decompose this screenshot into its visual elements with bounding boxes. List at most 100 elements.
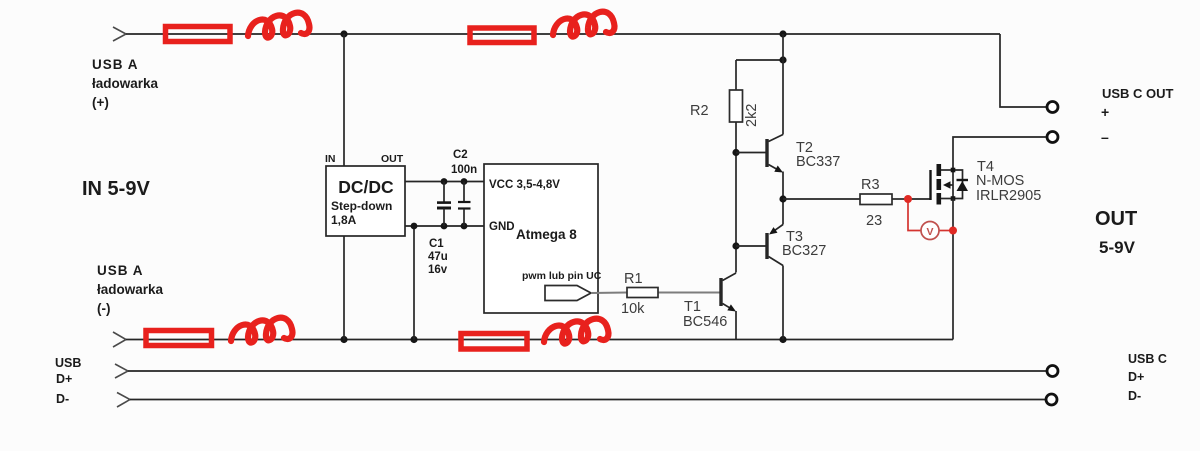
t3-emitter-arrow — [769, 227, 778, 235]
r1-ref: R1 — [624, 271, 643, 287]
input-arrow-dminus — [116, 391, 132, 408]
output-terminals — [952, 100, 1060, 170]
usb-data-line1: USB — [55, 356, 81, 370]
t1-emitter-arrow — [727, 304, 736, 312]
fuse-top-left — [162, 23, 233, 45]
usb-data-line2: D+ — [56, 372, 72, 386]
dcdc-pin-in-label: IN — [325, 153, 336, 165]
pushpull-vertical-wire — [779, 34, 787, 340]
atmega-title: Atmega 8 — [516, 227, 577, 242]
t1-ref: T1 — [684, 299, 701, 315]
dcdc-title: DC/DC — [338, 177, 394, 197]
fuse-annotations — [143, 23, 537, 352]
atmega-mcu: VCC 3,5-4,8V GND Atmega 8 pwm lub pin UC — [483, 163, 602, 314]
t4-part: IRLR2905 — [976, 188, 1041, 204]
inductor-top-left — [244, 9, 313, 41]
usb-c-out-minus: – — [1101, 129, 1109, 145]
usb-data-line3: D- — [56, 392, 69, 406]
c2-value: 100n — [451, 164, 477, 176]
t4-body-diode — [956, 181, 968, 191]
usb-a-plus-line2: ładowarka — [92, 76, 159, 91]
pwm-pin-label: pwm lub pin UC — [522, 270, 602, 282]
input-arrow-minus — [112, 331, 128, 348]
label-out-voltage: 5-9V — [1099, 238, 1136, 257]
usb-c-out-title: USB C OUT — [1102, 86, 1174, 101]
voltmeter-label: V — [926, 226, 933, 238]
t2-emitter-arrow — [774, 165, 783, 173]
capacitor-c2: C2 100n — [451, 149, 477, 226]
pwm-pin-flag — [544, 284, 593, 302]
usb-a-plus-line3: (+) — [92, 95, 109, 110]
fuse-bottom-left — [143, 327, 215, 349]
label-usb-c-data: USB C D+ D- — [1128, 352, 1167, 403]
c1-voltage: 16v — [428, 264, 448, 276]
label-out-title: OUT — [1095, 208, 1137, 230]
t2-ref: T2 — [796, 140, 813, 156]
usb-c-line3: D- — [1128, 389, 1141, 403]
input-arrow-plus — [112, 26, 128, 42]
t3-ref: T3 — [786, 229, 803, 245]
usb-c-line2: D+ — [1128, 370, 1144, 384]
r2-ref: R2 — [690, 103, 709, 119]
inductor-annotations — [227, 8, 618, 347]
r1-value: 10k — [621, 301, 645, 317]
fuse-top-mid — [467, 25, 537, 46]
usb-a-minus-line2: ładowarka — [97, 282, 164, 297]
c1-ref: C1 — [429, 238, 444, 250]
transistor-t2: T2 BC337 — [736, 133, 840, 173]
voltmeter: V — [904, 195, 957, 241]
transistor-t3: T3 BC327 — [736, 223, 826, 267]
usb-a-plus-line1: USB A — [92, 57, 139, 72]
label-usb-data-left: USB D+ D- — [55, 356, 81, 406]
c1-value: 47u — [428, 251, 448, 263]
usb-dplus-line — [114, 363, 1060, 379]
t3-part: BC327 — [782, 243, 826, 259]
t4-body-arrow — [943, 181, 951, 189]
label-usb-a-minus: USB A ładowarka (-) — [97, 263, 164, 316]
input-arrow-dplus — [114, 363, 130, 379]
label-usb-c-out: USB C OUT + – — [1101, 86, 1174, 145]
gnd-rail — [405, 222, 484, 340]
transistor-t1: T1 BC546 — [683, 246, 737, 340]
atmega-vcc-pin: VCC 3,5-4,8V — [489, 179, 560, 191]
terminal-dminus — [1044, 392, 1059, 407]
r3-ref: R3 — [861, 177, 880, 193]
usb-c-line1: USB C — [1128, 352, 1167, 366]
resistor-r2: R2 2k2 — [690, 56, 787, 250]
terminal-dplus — [1045, 364, 1060, 378]
label-in-voltage: IN 5-9V — [82, 178, 150, 200]
r3-value: 23 — [866, 213, 882, 229]
usb-a-minus-line1: USB A — [97, 263, 144, 278]
terminal-out-minus — [1045, 130, 1060, 144]
usb-c-out-plus: + — [1101, 104, 1109, 120]
atmega-gnd-pin: GND — [489, 221, 515, 233]
terminal-out-plus — [1045, 100, 1060, 114]
dcdc-module: IN OUT DC/DC Step-down 1,8A — [325, 34, 406, 340]
label-usb-a-plus: USB A ładowarka (+) — [92, 57, 159, 110]
top-power-rail — [112, 26, 1046, 108]
t2-part: BC337 — [796, 154, 840, 170]
t4-ref: T4 — [977, 159, 994, 175]
usb-dminus-line — [116, 391, 1059, 408]
fuse-bottom-mid — [458, 330, 530, 352]
pwm-signal-wire — [590, 291, 720, 294]
inductor-bottom-left — [227, 314, 296, 346]
capacitor-c1: C1 47u 16v — [428, 181, 451, 276]
resistor-r3: R3 23 — [783, 177, 931, 229]
mosfet-t4: T4 N-MOS IRLR2905 — [929, 159, 1041, 340]
dcdc-subtitle: Step-down — [331, 199, 392, 213]
usb-a-minus-line3: (-) — [97, 301, 111, 316]
resistor-r1: R1 10k — [621, 271, 659, 317]
bottom-power-rail — [112, 331, 953, 348]
inductor-top-mid — [549, 8, 618, 40]
voltmeter-circle — [920, 220, 940, 241]
dcdc-current: 1,8A — [331, 213, 357, 227]
c2-ref: C2 — [453, 149, 468, 161]
r2-value: 2k2 — [744, 104, 760, 127]
inductor-bottom-mid — [540, 315, 612, 347]
dcdc-box — [325, 165, 406, 237]
dcdc-pin-out-label: OUT — [381, 153, 404, 165]
t1-part: BC546 — [683, 314, 727, 330]
